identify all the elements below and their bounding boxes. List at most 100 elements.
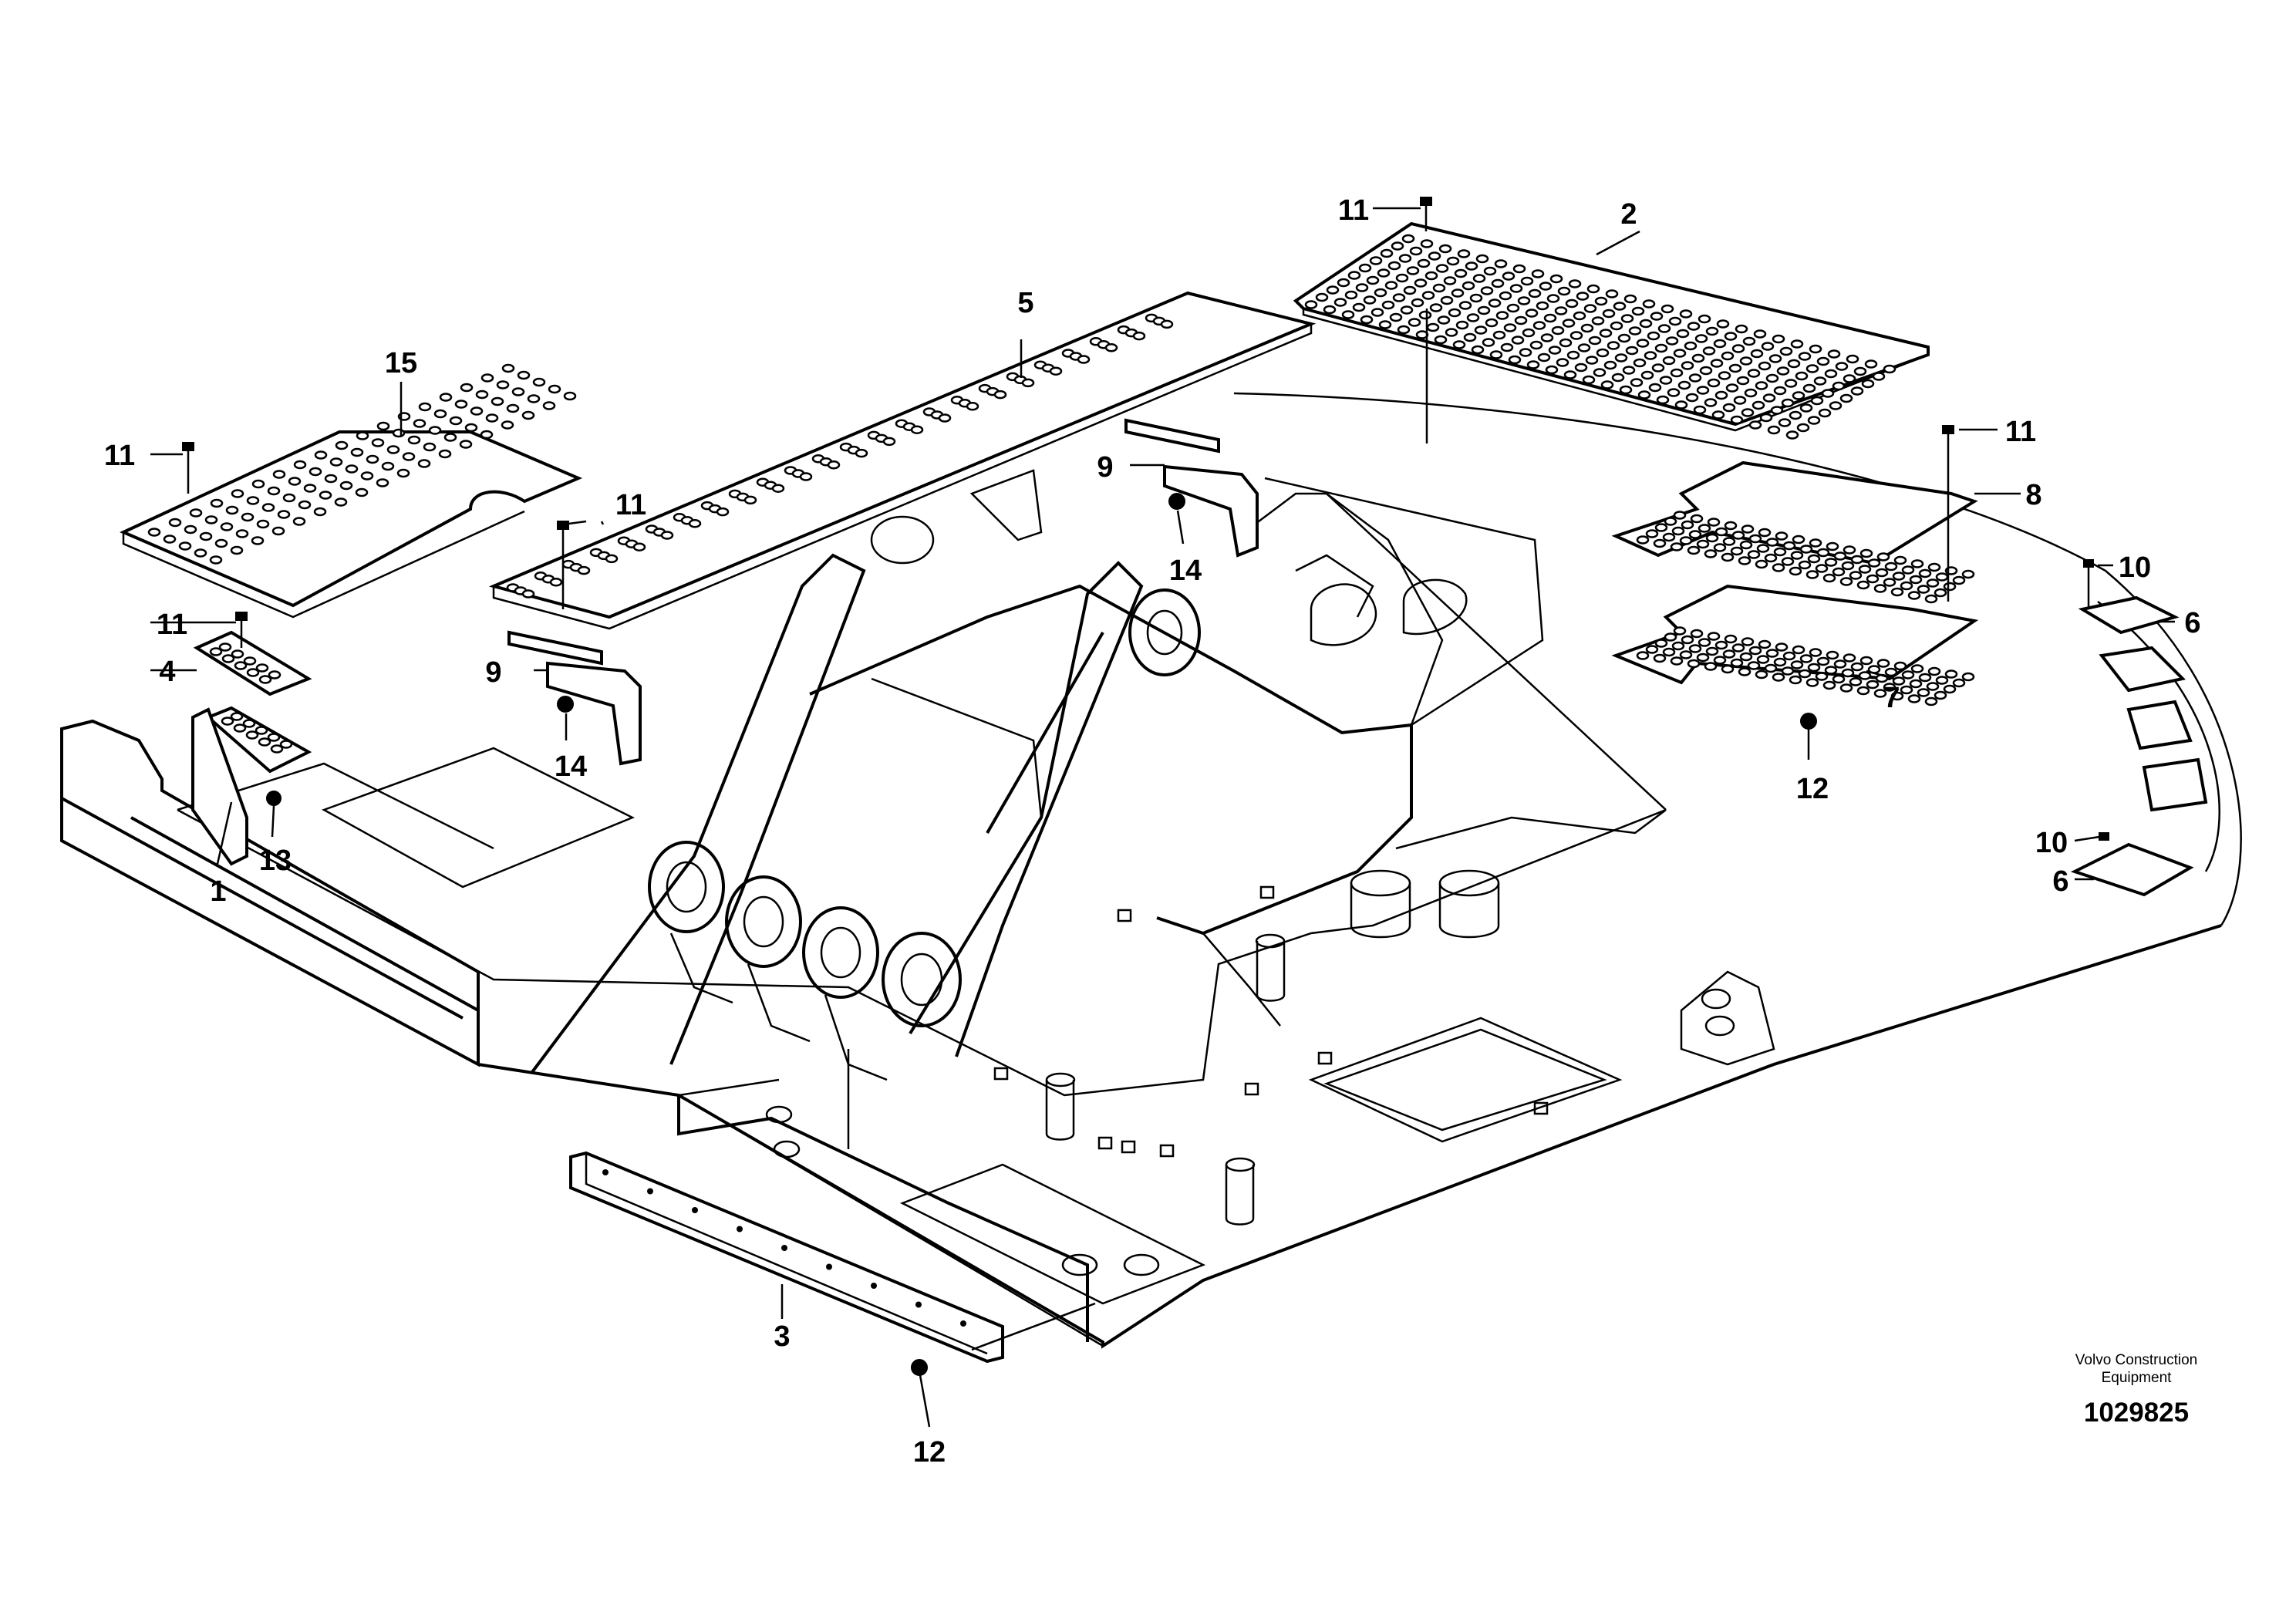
perforation-hole [1858, 671, 1872, 680]
perforation-hole [324, 474, 338, 484]
perforation-hole [1565, 298, 1579, 309]
perforation-hole [1867, 558, 1881, 568]
perforation-hole [147, 528, 161, 537]
perforation-hole [1704, 549, 1718, 558]
perforation-hole [1722, 403, 1736, 413]
perforation-hole [1613, 302, 1627, 311]
perforation-hole [1775, 531, 1789, 541]
perforation-hole [230, 712, 244, 721]
perforation-hole [1522, 328, 1536, 338]
perforation-hole [376, 421, 390, 431]
perforation-hole [1614, 353, 1628, 363]
perforation-hole [1374, 288, 1387, 298]
nut-icon [1168, 493, 1185, 510]
perforation-hole [1566, 350, 1580, 360]
perforation-hole [1554, 306, 1568, 315]
perforation-hole [1687, 545, 1701, 555]
perforation-hole [1648, 383, 1662, 393]
perforation-hole [1495, 311, 1509, 320]
perforation-hole [1670, 656, 1684, 666]
perforation-hole [910, 425, 924, 434]
perforation-hole [1883, 364, 1896, 374]
perforation-hole [1563, 370, 1577, 379]
perforation-hole [1337, 278, 1350, 288]
perforation-hole [1651, 363, 1665, 373]
perforation-hole [1705, 533, 1719, 543]
perforation-hole [1690, 629, 1704, 639]
perforation-hole [1822, 573, 1836, 583]
perforation-hole [1835, 362, 1849, 371]
perforation-hole [1907, 591, 1921, 600]
perforation-hole [1765, 649, 1779, 658]
perforation-hole [1798, 560, 1812, 570]
perforation-hole [1688, 644, 1702, 653]
perforation-hole [251, 536, 265, 545]
perforation-hole [1517, 296, 1531, 305]
perforation-hole [1710, 359, 1724, 368]
perforation-hole [517, 370, 531, 380]
perforation-hole [1789, 566, 1802, 576]
perforation-hole [303, 484, 317, 493]
perforation-hole [355, 487, 369, 497]
perforation-hole [480, 373, 494, 383]
perforation-hole [433, 409, 447, 419]
perforation-hole [1853, 366, 1867, 376]
perforation-hole [1594, 296, 1608, 306]
perforation-hole [1414, 278, 1428, 288]
perforation-hole [1673, 626, 1687, 636]
perforation-hole [1944, 669, 1958, 679]
perforation-hole [1623, 294, 1637, 304]
part-1-bracket [191, 707, 248, 866]
perforation-hole [366, 454, 379, 464]
perforation-hole [1927, 562, 1941, 572]
perforation-hole [1722, 537, 1736, 546]
perforation-hole [1699, 366, 1713, 376]
perforation-hole [335, 440, 349, 450]
callout-15: 15 [385, 347, 417, 379]
perforation-hole [1826, 650, 1839, 660]
perforation-hole [218, 642, 232, 652]
perforation-hole [1610, 321, 1623, 331]
perforation-hole [407, 435, 421, 445]
perforation-hole [1775, 642, 1789, 652]
perforation-hole [1781, 557, 1795, 566]
perforation-hole [1509, 284, 1523, 293]
perforation-hole [1474, 325, 1488, 335]
perforation-hole [1741, 524, 1755, 534]
perforation-hole [1833, 659, 1847, 669]
perforation-hole [1850, 662, 1864, 672]
perforation-hole [743, 495, 757, 505]
perforation-hole [1758, 639, 1772, 649]
perforation-hole [1730, 658, 1744, 668]
perforation-hole [1755, 669, 1768, 679]
perforation-hole [1722, 649, 1736, 659]
perforation-hole [1622, 366, 1636, 375]
perforation-hole [1411, 298, 1424, 308]
perforation-hole [688, 519, 702, 528]
perforation-hole [1644, 351, 1657, 360]
perforation-hole [402, 452, 416, 461]
perforation-hole [1603, 360, 1617, 370]
perforation-hole [1355, 283, 1369, 292]
perforation-hole [1952, 678, 1966, 688]
perforation-hole [1934, 690, 1947, 700]
perforation-hole [1792, 645, 1805, 655]
perforation-hole [1927, 666, 1941, 676]
credit-line-1: Volvo Construction [2075, 1352, 2198, 1368]
perforation-hole [1884, 561, 1898, 572]
callout-9a: 9 [1097, 451, 1113, 484]
bar-hole [871, 1283, 877, 1289]
perforation-hole [1714, 527, 1728, 537]
perforation-hole [1650, 312, 1664, 321]
callout-13: 13 [259, 845, 292, 877]
perforation-hole [1802, 383, 1816, 393]
perforation-hole [1021, 378, 1035, 388]
perforation-hole [1457, 249, 1471, 258]
perforation-hole [1767, 425, 1781, 435]
perforation-hole [1647, 331, 1660, 341]
perforation-hole [1805, 364, 1819, 373]
perforation-hole [1747, 550, 1761, 559]
bolt-icon [2083, 559, 2094, 609]
perforation-hole [1728, 363, 1742, 373]
perforation-hole [1401, 234, 1415, 244]
